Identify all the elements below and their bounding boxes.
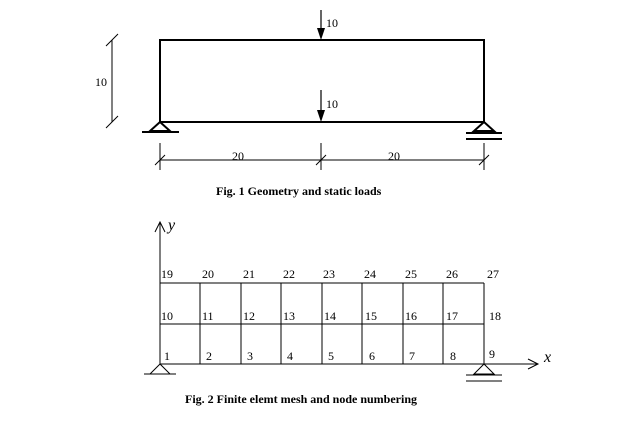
node-4: 4 [287,349,293,363]
node-27: 27 [487,267,499,281]
node-5: 5 [328,349,334,363]
node-1: 1 [164,349,170,363]
node-11: 11 [202,309,214,323]
span-left-label: 20 [232,149,244,163]
span-right-label: 20 [388,149,400,163]
node-26: 26 [446,267,458,281]
figure-2-caption: Fig. 2 Finite elemt mesh and node number… [185,392,417,406]
top-load-label: 10 [326,16,338,30]
node-14: 14 [324,309,336,323]
span-dimension [154,143,490,170]
node-25: 25 [405,267,417,281]
top-load-arrowhead [317,28,325,40]
height-label: 10 [95,75,107,89]
node-3: 3 [247,349,253,363]
node-9: 9 [489,347,495,361]
finite-element-mesh [159,282,485,365]
pin-support-left [142,120,179,133]
node-15: 15 [365,309,377,323]
node-20: 20 [202,267,214,281]
node-12: 12 [243,309,255,323]
node-8: 8 [450,349,456,363]
node-16: 16 [405,309,417,323]
figure-1-caption: Fig. 1 Geometry and static loads [216,184,382,198]
node-24: 24 [364,267,376,281]
x-axis-label: x [543,349,551,366]
node-18: 18 [489,309,501,323]
bottom-load-arrowhead [317,110,325,122]
node-2: 2 [206,349,212,363]
node-10: 10 [161,309,173,323]
figure-2 [144,220,540,382]
height-dimension [105,33,119,129]
node-22: 22 [283,267,295,281]
y-axis-label: y [166,217,176,234]
node-21: 21 [243,267,255,281]
node-7: 7 [409,349,415,363]
node-19: 19 [161,267,173,281]
node-23: 23 [323,267,335,281]
y-axis-arrowhead [154,220,166,233]
mesh-roller-support-right [466,363,502,382]
node-6: 6 [369,349,375,363]
bottom-load-label: 10 [326,97,338,111]
roller-support-right [466,120,502,140]
frame-rectangle [159,39,485,123]
figure-1 [105,10,502,170]
node-13: 13 [283,309,295,323]
x-axis-arrowhead [527,358,540,370]
node-17: 17 [446,309,458,323]
mesh-pin-support-left [144,363,176,375]
